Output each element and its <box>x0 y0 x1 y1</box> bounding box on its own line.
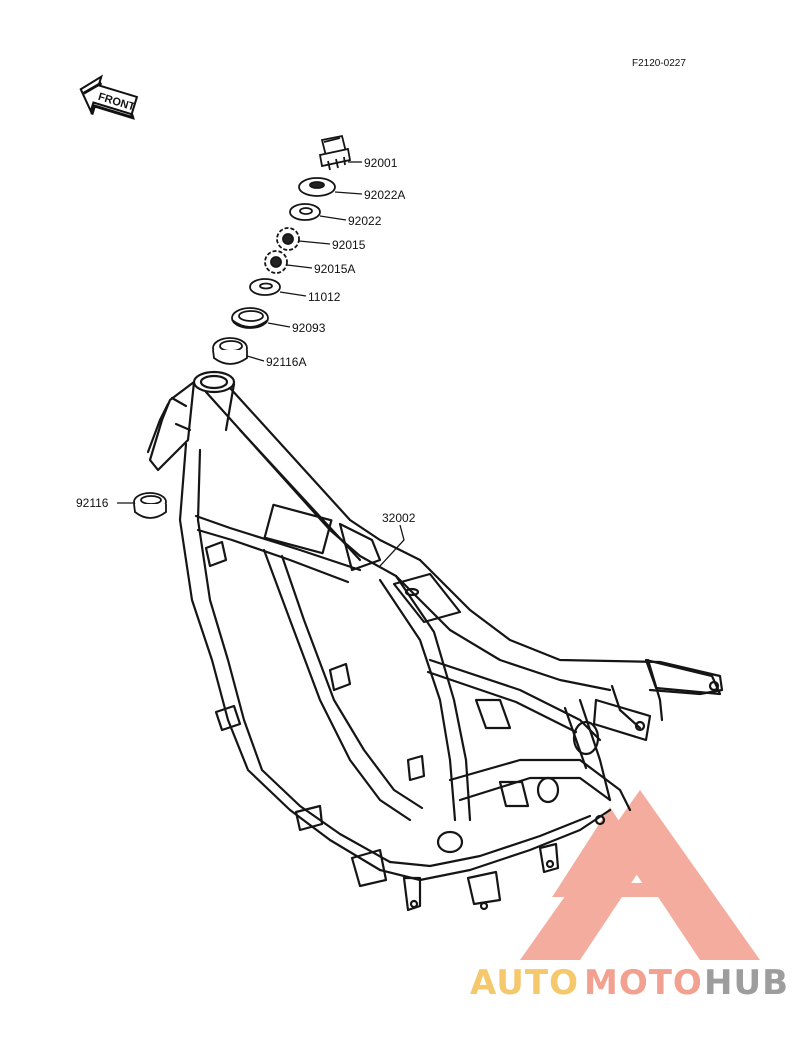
part-92093-seal <box>231 307 269 329</box>
part-label-11012: 11012 <box>308 290 341 304</box>
part-label-92116a: 92116A <box>266 355 306 369</box>
watermark-logo-icon <box>520 790 760 960</box>
leader-92093 <box>267 322 291 328</box>
watermark-wordmark: AUTO MOTO HUB <box>470 963 789 1003</box>
part-label-32002: 32002 <box>382 511 416 525</box>
part-label-92022a: 92022A <box>364 188 405 202</box>
part-11012-washer <box>249 278 281 296</box>
part-92022-washer <box>289 203 321 221</box>
part-label-92015a: 92015A <box>314 262 355 276</box>
watermark-word-hub: HUB <box>704 963 789 1003</box>
part-92116a-bearing <box>212 337 248 365</box>
part-label-92116: 92116 <box>76 496 109 510</box>
leader-92015 <box>298 240 331 245</box>
front-arrow-icon: FRONT <box>79 74 139 120</box>
part-label-92001: 92001 <box>364 156 398 170</box>
part-label-92022: 92022 <box>348 214 382 228</box>
reference-code: F2120-0227 <box>632 58 686 69</box>
leader-92022a <box>334 191 363 195</box>
part-92022a-washer <box>298 177 336 197</box>
leader-32002 <box>379 524 405 567</box>
leader-92022 <box>319 215 347 221</box>
part-92015-nut <box>276 227 300 251</box>
part-92001-bolt <box>318 134 352 171</box>
watermark-word-moto: MOTO <box>584 963 703 1003</box>
part-label-92093: 92093 <box>292 321 326 335</box>
leader-92116a <box>246 355 265 362</box>
part-label-92015: 92015 <box>332 238 366 252</box>
leader-92015a <box>286 264 313 269</box>
part-92116-bearing <box>133 492 167 519</box>
leader-11012 <box>279 291 307 297</box>
motorcycle-frame-32002 <box>146 370 724 912</box>
watermark-word-auto: AUTO <box>470 963 579 1003</box>
part-92015a-nut <box>264 250 288 274</box>
